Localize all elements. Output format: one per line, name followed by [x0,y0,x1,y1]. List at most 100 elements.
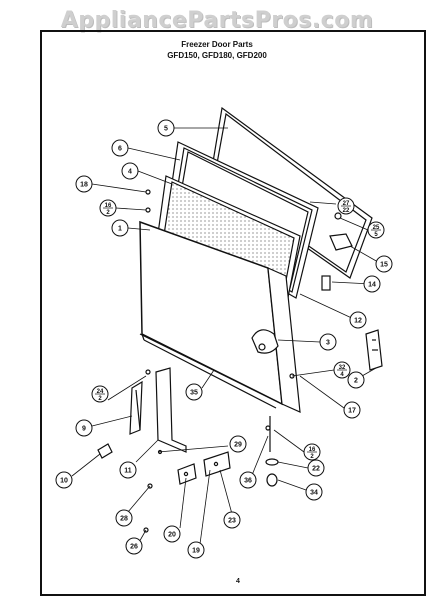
callout-1: 1 [111,219,129,237]
callout-5: 5 [157,119,175,137]
callout-19: 19 [187,541,205,559]
part-clip [97,443,113,459]
callout-bubble [305,483,323,501]
callout-label: 20 [168,532,176,539]
callout-label: 35 [190,390,198,397]
callout-denominator: 2 [310,454,314,460]
callout-bubble [55,471,73,489]
callout-26: 26 [125,537,143,555]
callout-36: 36 [239,471,257,489]
callout-denominator: 5 [374,232,378,238]
callout-28: 28 [115,509,133,527]
part-hardware-cluster [321,212,353,291]
callout-label: 17 [348,408,356,415]
callout-numerator: 16 [309,447,316,453]
callout-bubble [229,435,247,453]
callout-group: 5641816212722255151412332422423517916229… [55,119,393,559]
callout-bubble [239,471,257,489]
callout-label: 2 [354,378,358,385]
callout-label: 5 [164,126,168,133]
callout-bubble [319,333,337,351]
callout-bubble [75,419,93,437]
diagram-subtitle: GFD150, GFD180, GFD200 [167,51,267,60]
callout-4: 4 [121,162,139,180]
callout-label: 15 [380,262,388,269]
part-hinge-block [251,329,279,354]
callout-label: 3 [326,340,330,347]
callout-bubble [125,537,143,555]
callout-numerator: 16 [105,203,112,209]
callout-label: 6 [118,146,122,153]
callout-24: 242 [91,385,109,403]
callout-bubble [111,139,129,157]
part-handle [129,380,143,435]
callout-bubble [163,525,181,543]
callout-2: 2 [347,371,365,389]
callout-numerator: 24 [97,389,104,395]
callout-label: 36 [244,478,252,485]
diagram-frame [40,30,426,596]
callout-label: 22 [312,466,320,473]
callout-20: 20 [163,525,181,543]
callout-bubble [119,461,137,479]
callout-label: 26 [130,544,138,551]
part-bottom-hinge [155,367,187,453]
callout-bubble [75,175,93,193]
callout-10: 10 [55,471,73,489]
callout-label: 1 [118,226,122,233]
part-cam-pieces [265,416,279,487]
callout-3: 3 [319,333,337,351]
callout-34: 34 [305,483,323,501]
callout-label: 10 [60,478,68,485]
callout-bubble [347,371,365,389]
part-screws [143,189,295,533]
callout-label: 14 [368,282,376,289]
callout-label: 11 [124,468,132,475]
part-hinge-bracket-right [365,329,383,371]
callout-11: 11 [119,461,137,479]
callout-15: 15 [375,255,393,273]
watermark-logo: AppliancePartsPros.com [60,8,374,33]
callout-22: 22 [307,459,325,477]
callout-bubble [375,255,393,273]
callout-bubble [115,509,133,527]
callout-numerator: 27 [343,201,350,207]
callout-16a: 162 [99,199,117,217]
callout-denominator: 22 [343,208,350,214]
callout-bubble [187,541,205,559]
callout-bubble [363,275,381,293]
callout-denominator: 4 [340,372,344,378]
callout-18: 18 [75,175,93,193]
callout-label: 4 [128,169,132,176]
callout-numerator: 32 [339,365,346,371]
callout-label: 19 [192,548,200,555]
callout-25: 255 [367,221,385,239]
callout-29: 29 [229,435,247,453]
diagram-title: Freezer Door Parts [181,40,253,49]
callout-35: 35 [185,383,203,401]
callout-12: 12 [349,311,367,329]
callout-bubble [111,219,129,237]
part-hinge-plates [177,451,231,485]
callout-16b: 162 [303,443,321,461]
callout-bubble [307,459,325,477]
callout-numerator: 25 [373,225,380,231]
callout-label: 23 [228,518,236,525]
callout-6: 6 [111,139,129,157]
callout-9: 9 [75,419,93,437]
callout-denominator: 2 [98,396,102,402]
callout-bubble [157,119,175,137]
callout-label: 34 [310,490,318,497]
page-number: 4 [236,578,240,585]
callout-label: 28 [120,516,128,523]
callout-bubble [223,511,241,529]
callout-label: 9 [82,426,86,433]
part-bottom-trim [141,333,277,409]
callout-14: 14 [363,275,381,293]
callout-bubble [121,162,139,180]
callout-denominator: 2 [106,210,110,216]
callout-32: 324 [333,361,351,379]
callout-23: 23 [223,511,241,529]
